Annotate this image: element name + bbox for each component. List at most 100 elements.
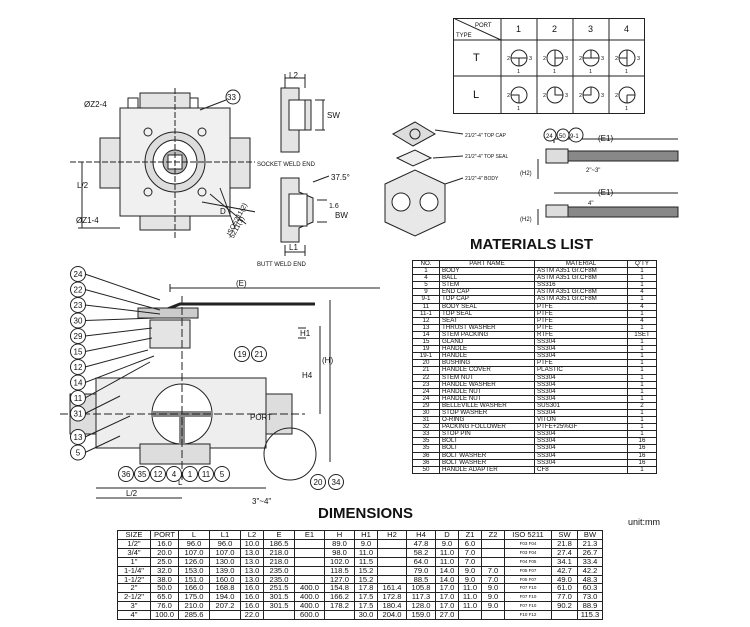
dimensions-cell: 13.0 — [240, 556, 264, 567]
balloon-leader — [84, 289, 161, 311]
dimensions-cell: 32.0 — [150, 565, 179, 576]
dimensions-cell: 89.0 — [324, 538, 355, 549]
port-2: 2 — [552, 24, 557, 34]
z1-label: ØZ1-4 — [76, 216, 99, 225]
balloon-label: 14 — [74, 379, 83, 388]
balloon-leader — [84, 317, 157, 321]
dimensions-cell — [551, 610, 578, 621]
dimensions-cell — [377, 565, 407, 576]
svg-text:2: 2 — [615, 56, 618, 62]
handle-balloons: 24 50 9-1 — [543, 127, 584, 143]
dimensions-cell — [377, 547, 407, 558]
svg-text:2: 2 — [507, 93, 510, 99]
dimensions-cell: 9.0 — [435, 538, 459, 549]
dim-1-6: 1.6 — [329, 203, 339, 210]
balloon-leader — [84, 355, 155, 383]
materials-cell: 1 — [627, 295, 657, 304]
balloon-label: 4 — [172, 470, 177, 479]
balloon-leader — [84, 273, 161, 301]
svg-text:2: 2 — [615, 93, 618, 99]
dimensions-cell: 1/2" — [117, 538, 151, 549]
dimensions-cell: 79.0 — [406, 565, 436, 576]
port-1: 1 — [516, 24, 521, 34]
unit-label: unit:mm — [628, 517, 661, 527]
dimensions-cell: 26.7 — [577, 547, 603, 558]
dimensions-cell: 90.2 — [551, 601, 578, 612]
balloon-leader — [84, 361, 151, 399]
dimensions-cell: 1-1/4" — [117, 565, 151, 576]
balloon-circle — [182, 466, 198, 482]
dimensions-cell — [481, 547, 505, 558]
balloon-label: 31 — [74, 410, 83, 419]
dimensions-cell — [294, 538, 325, 549]
materials-cell: 35 — [412, 444, 440, 453]
dimensions-cell: 600.0 — [294, 610, 325, 621]
dimensions-cell: 11.0 — [458, 601, 482, 612]
exploded-view-svg: 21/2"-4" TOP CAP 21/2"-4" TOP SEAL 21/2"… — [384, 121, 509, 237]
type-header: TYPE — [456, 33, 472, 39]
dimensions-header-cell: ISO 5211 — [504, 530, 552, 540]
dimensions-cell: 1" — [117, 556, 151, 567]
dimensions-cell: 107.0 — [178, 547, 210, 558]
sw-label: SW — [327, 111, 340, 120]
l2-label: L/2 — [77, 181, 89, 190]
dimensions-cell: 30.0 — [354, 610, 378, 621]
port-4: 4 — [624, 24, 629, 34]
dimensions-cell: 285.6 — [178, 610, 210, 621]
dimensions-cell: 96.0 — [209, 538, 241, 549]
svg-text:1: 1 — [589, 69, 592, 75]
svg-text:3: 3 — [601, 56, 604, 62]
h-label: (H) — [322, 356, 333, 365]
balloon-33: 33 — [227, 93, 236, 102]
balloon-circle — [166, 466, 182, 482]
dimensions-cell: 34.1 — [551, 556, 578, 567]
dimensions-cell: 204.0 — [377, 610, 407, 621]
dimensions-header-cell: E1 — [294, 530, 325, 540]
topseal-label: 21/2"-4" TOP SEAL — [465, 154, 509, 160]
dimensions-header-cell: Z2 — [481, 530, 505, 540]
top-view-drawing: 33 ØZ2-4 ØZ1-4 L/2 D ISO5211(1) ISO5211(… — [70, 88, 257, 250]
type-l: L — [473, 89, 479, 101]
dimensions-cell — [377, 556, 407, 567]
e1-label-2: (E1) — [598, 188, 613, 197]
balloon-label: 15 — [74, 348, 83, 357]
svg-text:2: 2 — [579, 93, 582, 99]
dimensions-cell: 218.0 — [263, 547, 295, 558]
end-details: L2 SW SOCKET WELD END 37.5° 1.6 BW L1 BU… — [255, 70, 365, 275]
dimensions-cell: 301.5 — [263, 601, 295, 612]
dimensions-cell: 88.9 — [577, 601, 603, 612]
materials-cell: HANDLE COVER — [439, 366, 535, 375]
balloon-circle — [328, 474, 344, 490]
balloon-leader — [84, 435, 121, 453]
range-2-3: 2"~3" — [586, 168, 600, 174]
balloon-circle — [310, 474, 326, 490]
balloon-label: 23 — [74, 301, 83, 310]
materials-cell: 50 — [412, 465, 440, 474]
balloon-circle — [214, 466, 230, 482]
balloon-label: 29 — [74, 332, 83, 341]
dimensions-cell: F05 F07 — [504, 565, 552, 576]
dimensions-cell: 20.0 — [150, 547, 179, 558]
dimensions-cell: 6.0 — [458, 538, 482, 549]
svg-text:2: 2 — [579, 56, 582, 62]
dimensions-cell: 186.5 — [263, 538, 295, 549]
port-label: PORT — [250, 413, 272, 422]
materials-cell: HANDLE ADAPTER — [439, 465, 535, 474]
bw-label: BW — [335, 211, 348, 220]
handle-detail-svg: 24 50 9-1 (E1) (H2) 2"~3" (E1) (H2) 4" — [520, 127, 679, 225]
h2-label-1: (H2) — [520, 171, 532, 177]
